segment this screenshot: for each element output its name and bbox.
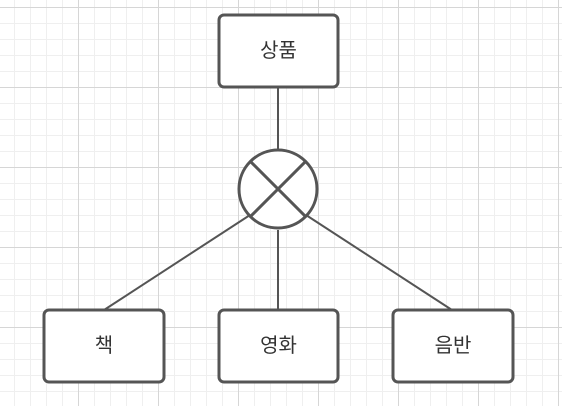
child-node-2-label: 영화: [260, 333, 297, 357]
child-node-3-box: [391, 308, 515, 384]
edge-junction-child-3: [305, 214, 453, 311]
junction-cross-line-2: [249, 160, 307, 218]
child-node-2-box: [217, 308, 340, 384]
connectors: [103, 88, 453, 311]
xor-junction-icon[interactable]: [237, 148, 319, 230]
child-node-2[interactable]: 영화: [217, 308, 340, 384]
parent-node[interactable]: 상품: [217, 13, 340, 89]
child-node-1[interactable]: 책: [42, 308, 166, 384]
child-node-3-label: 음반: [435, 333, 472, 357]
parent-node-label: 상품: [260, 38, 297, 62]
child-node-3[interactable]: 음반: [391, 308, 515, 384]
child-node-1-label: 책: [95, 333, 113, 357]
parent-node-box: [217, 13, 340, 89]
edge-junction-child-1: [103, 214, 251, 311]
child-node-1-box: [42, 308, 166, 384]
